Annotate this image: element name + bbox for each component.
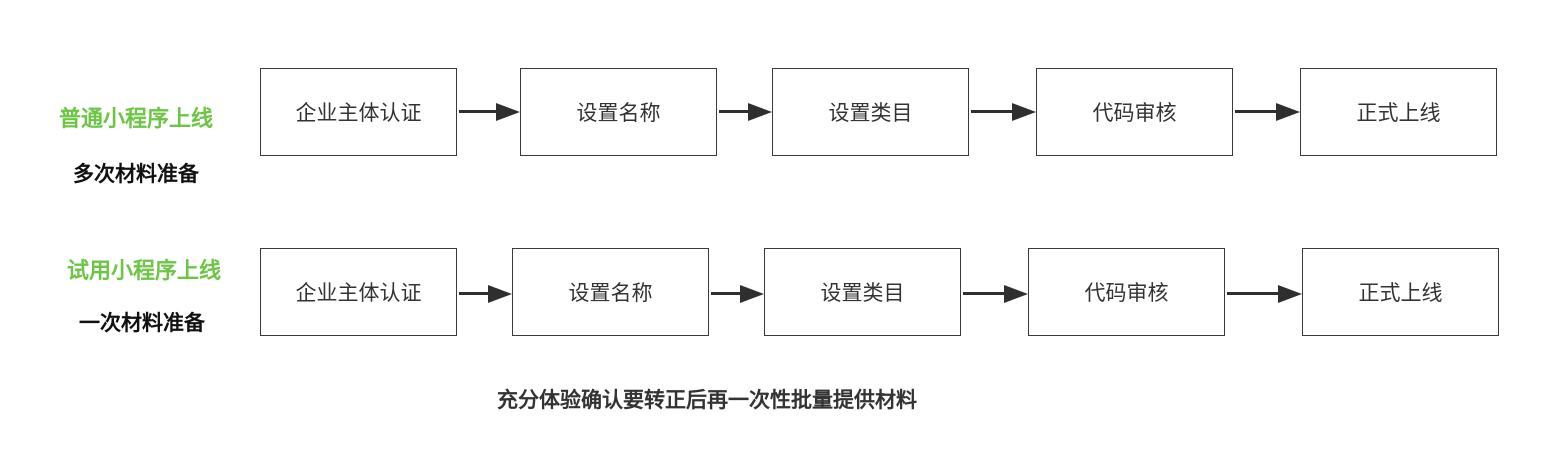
row-2-arrow-4: [1227, 284, 1302, 304]
row-2-arrow-2: [711, 284, 764, 304]
row-1-arrow-1: [459, 102, 520, 122]
row-1-subtitle: 多次材料准备: [73, 162, 199, 186]
row-1-step-set-category: 设置类目: [772, 68, 969, 156]
row-2-arrow-3: [963, 284, 1028, 304]
row-1-arrow-3: [971, 102, 1036, 122]
row-2-subtitle: 一次材料准备: [79, 311, 205, 335]
row-1-step-set-name: 设置名称: [520, 68, 717, 156]
row-2-step-enterprise-verification: 企业主体认证: [260, 248, 457, 336]
row-2-title: 试用小程序上线: [66, 259, 221, 284]
row-2-step-set-category: 设置类目: [764, 248, 961, 336]
row-2-arrow-1: [459, 284, 512, 304]
row-1-title: 普通小程序上线: [58, 107, 213, 132]
row-2-step-code-review: 代码审核: [1028, 248, 1225, 336]
row-1-arrow-2: [719, 102, 772, 122]
row-2-step-go-live: 正式上线: [1302, 248, 1499, 336]
row-1-step-code-review: 代码审核: [1036, 68, 1233, 156]
row-1-step-go-live: 正式上线: [1300, 68, 1497, 156]
row-1-step-enterprise-verification: 企业主体认证: [260, 68, 457, 156]
row-2-step-set-name: 设置名称: [512, 248, 709, 336]
footnote: 充分体验确认要转正后再一次性批量提供材料: [497, 388, 917, 412]
row-1-arrow-4: [1235, 102, 1300, 122]
